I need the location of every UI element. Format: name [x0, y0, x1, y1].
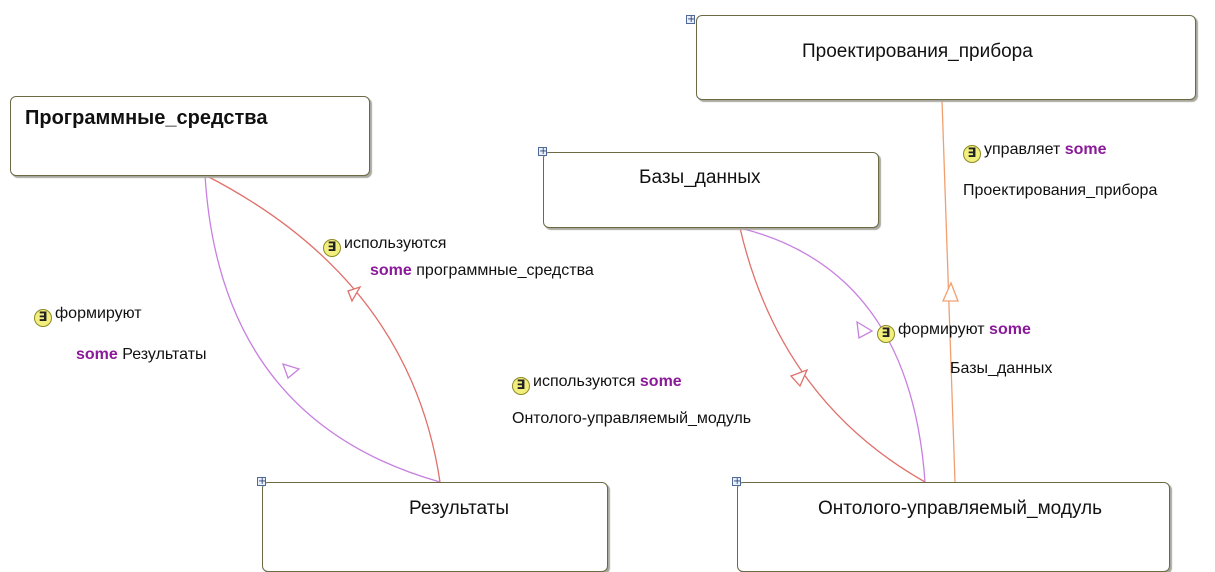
exists-icon: ∃ — [877, 325, 895, 343]
edge-uses-software[interactable] — [204, 174, 441, 483]
node-ontology-module[interactable]: Онтолого-управляемый_модуль — [737, 482, 1170, 572]
filler-name: Базы_данных — [950, 360, 1053, 377]
label-form-db: ∃формируют some Базы_данных — [877, 320, 1052, 379]
node-programmnye-sredstva[interactable]: Программные_средства — [10, 96, 370, 176]
node-rezultaty[interactable]: Результаты — [262, 482, 608, 572]
exists-icon: ∃ — [963, 145, 981, 163]
expand-ontology-module-icon[interactable]: + — [732, 476, 742, 487]
label-uses-module: ∃используются some Онтолого-управляемый_… — [512, 372, 751, 429]
label-form-results: ∃формируют some Результаты — [34, 304, 207, 365]
edge-form-db[interactable] — [739, 227, 926, 483]
property-name: используются — [533, 373, 636, 390]
label-uses-software: ∃используются some программные_средства — [323, 234, 594, 281]
filler-name: Проектирования_прибора — [963, 182, 1158, 199]
node-proektirovaniya-pribora[interactable]: Проектирования_прибора — [696, 15, 1196, 100]
node-label: Проектирования_прибора — [802, 41, 1033, 62]
filler-name: программные_средства — [416, 262, 594, 279]
expand-bazy-icon[interactable]: + — [538, 146, 548, 157]
node-bazy-dannykh[interactable]: Базы_данных — [543, 152, 879, 228]
exists-icon: ∃ — [323, 239, 341, 257]
exists-icon: ∃ — [512, 377, 530, 395]
arrow-form-results — [281, 362, 301, 380]
arrow-uses-module — [789, 368, 809, 388]
node-label: Базы_данных — [639, 167, 761, 188]
keyword-some: some — [370, 262, 412, 279]
label-manages: ∃управляет some Проектирования_прибора — [963, 140, 1157, 201]
edge-uses-module[interactable] — [739, 227, 926, 483]
keyword-some: some — [1064, 141, 1107, 158]
property-name: используются — [344, 235, 447, 252]
property-name: формируют — [55, 305, 142, 322]
node-label: Программные_средства — [25, 107, 268, 129]
keyword-some: some — [989, 321, 1031, 338]
expand-rezultaty-icon[interactable]: + — [257, 476, 267, 487]
node-label: Онтолого-управляемый_модуль — [818, 498, 1102, 519]
expand-proektirovaniya-icon[interactable]: + — [686, 14, 696, 25]
arrow-uses-software — [347, 285, 362, 303]
filler-name: Результаты — [122, 346, 207, 363]
property-name: формируют — [898, 321, 985, 338]
node-label: Результаты — [409, 498, 510, 519]
edges-layer — [204, 99, 959, 483]
arrow-form-db — [856, 320, 874, 340]
exists-icon: ∃ — [34, 309, 52, 327]
property-name: управляет — [984, 141, 1061, 158]
edge-form-results[interactable] — [204, 174, 441, 483]
keyword-some: some — [639, 373, 682, 390]
arrow-manages — [941, 281, 959, 302]
keyword-some: some — [76, 346, 118, 363]
filler-name: Онтолого-управляемый_модуль — [512, 410, 752, 427]
